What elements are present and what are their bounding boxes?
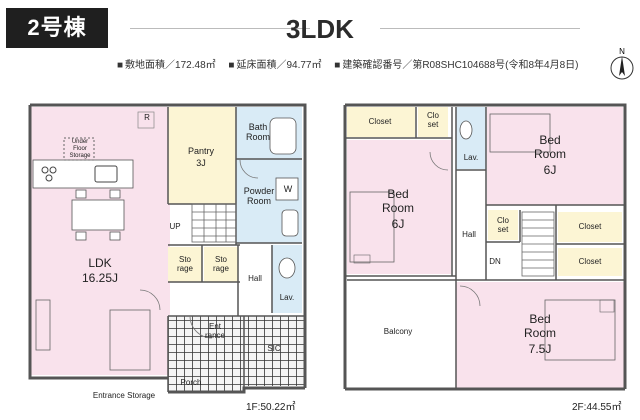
- bed-bottom-name-label: Bed Room: [523, 312, 556, 340]
- closet-small-label: Clo set: [426, 111, 439, 130]
- entrance-tile: [168, 316, 244, 372]
- land-area-spec: 敷地面積／172.48㎡: [117, 60, 216, 71]
- closet-r2-fill: [558, 248, 622, 276]
- hall2-label: Hall: [462, 230, 476, 239]
- closet-tl-label: Closet: [368, 117, 392, 126]
- lav2-label: Lav.: [463, 153, 479, 162]
- floor1-area-label: 1F:50.22㎡: [246, 402, 296, 413]
- bed-left-size-label: 6J: [391, 217, 405, 231]
- closet-r1-fill: [558, 212, 622, 242]
- bed-bottom-size-label: 7.5J: [528, 342, 552, 356]
- bed-right-top-name-label: Bed Room: [533, 133, 566, 161]
- floor1-plan: [28, 103, 307, 394]
- bed-right-top-size-label: 6J: [543, 163, 557, 177]
- storage1-label: Sto rage: [176, 255, 193, 274]
- layout-type-title: 3LDK: [286, 14, 354, 44]
- lav1-fill: [272, 245, 302, 313]
- sic-label: SIC: [267, 344, 281, 353]
- storage2-label: Sto rage: [212, 255, 229, 274]
- bath-room-label: Bath Room: [245, 122, 270, 143]
- hall1-label: Hall: [248, 274, 262, 283]
- lav2-fill: [456, 107, 486, 169]
- porch-tile: [168, 372, 244, 392]
- ldk-lower-fill: [30, 315, 168, 375]
- closet-tl-fill: [347, 107, 415, 137]
- ldk-size-label: 16.25J: [81, 271, 119, 285]
- title-rule-left: [130, 28, 310, 29]
- floor2-plan: [343, 103, 627, 391]
- entrance-storage-label: Entrance Storage: [92, 391, 156, 400]
- title-rule-right: [380, 28, 580, 29]
- closet-mid-fill: [488, 210, 518, 240]
- ldk-name-label: LDK: [88, 256, 112, 270]
- lav1-label: Lav.: [279, 293, 295, 302]
- closet-mid-label: Clo set: [496, 216, 509, 235]
- north-compass-icon: N: [610, 47, 634, 80]
- underfloor-storage-label: Under Floor Storage: [69, 139, 91, 159]
- closet-r1-label: Closet: [578, 222, 602, 231]
- closet-small-fill: [418, 107, 448, 137]
- pantry-fill: [168, 107, 236, 204]
- balcony-label: Balcony: [383, 327, 413, 336]
- storage1-fill: [168, 247, 202, 282]
- porch-label: Porch: [180, 378, 202, 387]
- up-stairs-label: UP: [169, 222, 181, 231]
- entrance-label: Ent rance: [204, 322, 225, 341]
- floor-area-spec: 延床面積／94.77㎡: [228, 60, 321, 71]
- closet-r2-label: Closet: [578, 257, 602, 266]
- spec-line: 敷地面積／172.48㎡ 延床面積／94.77㎡ 建築確認番号／第R08SHC1…: [117, 56, 589, 71]
- storage2-fill: [204, 247, 238, 282]
- sic-tile: [244, 316, 304, 386]
- powder-room-label: Powder Room: [243, 186, 275, 207]
- refrigerator-r-label: R: [144, 113, 150, 122]
- bed-left-name-label: Bed Room: [381, 187, 414, 215]
- washer-w-label: W: [283, 184, 293, 194]
- floor2-area-label: 2F:44.55㎡: [572, 402, 622, 413]
- compass-n-label: N: [619, 47, 625, 56]
- bed-right-top-fill: [487, 107, 623, 205]
- building-number-badge: 2号棟: [6, 8, 108, 48]
- pantry-name-label: Pantry: [187, 146, 214, 156]
- pantry-size-label: 3J: [196, 158, 206, 168]
- permit-spec: 建築確認番号／第R08SHC104688号(令和8年4月8日): [334, 60, 578, 71]
- dn-stairs-label: DN: [489, 257, 501, 266]
